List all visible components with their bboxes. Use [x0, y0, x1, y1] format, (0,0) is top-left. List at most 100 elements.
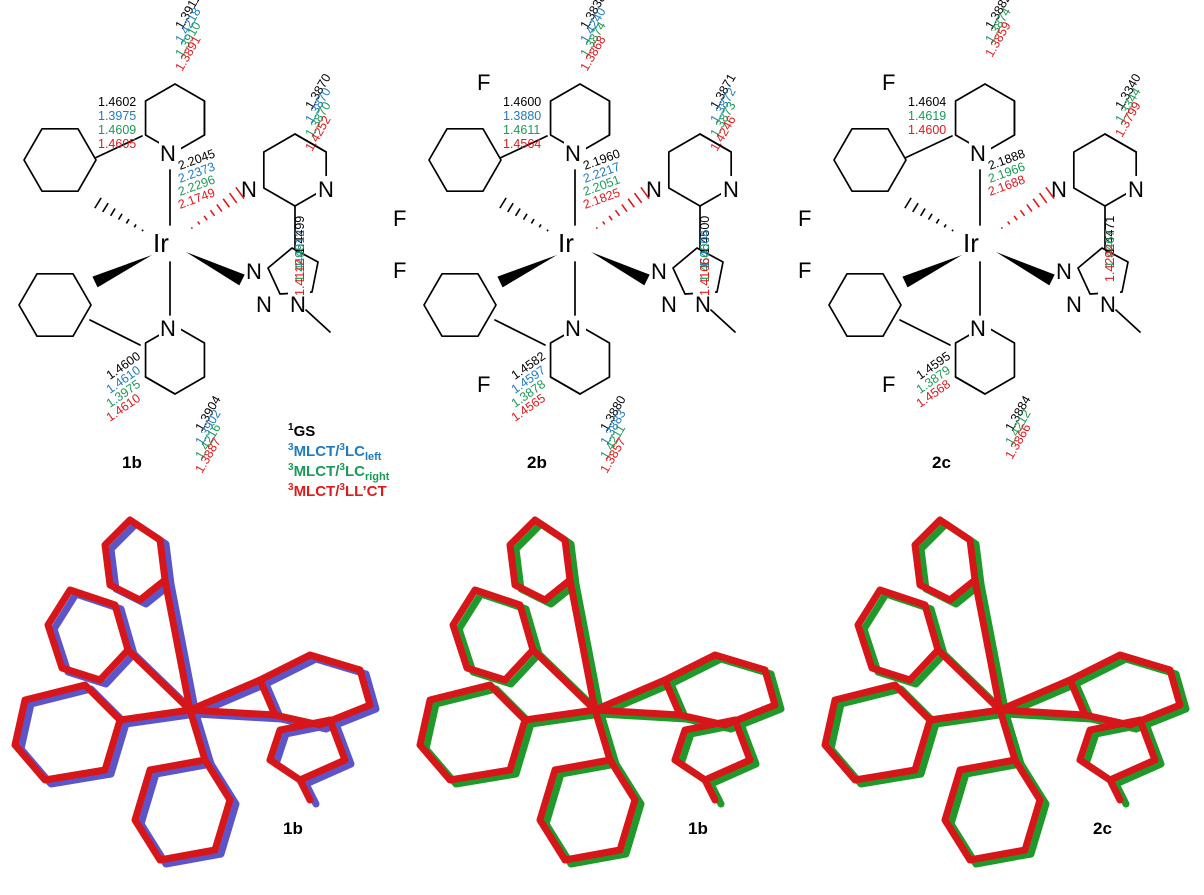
n-mask: [564, 140, 586, 164]
azine-n-mask: [1049, 176, 1071, 200]
bl-top-link-0: 1.4600: [503, 95, 541, 109]
methyl-bond: [1115, 309, 1141, 333]
ir-c-hash-top: [109, 208, 116, 217]
tube-ring-3: [941, 756, 1044, 864]
tube-ring-1: [854, 586, 942, 684]
overlay-label-0: 1b: [283, 819, 303, 838]
n-mask-bottom: [969, 316, 991, 340]
overlay-structures: 1b 1b 2c: [11, 516, 1190, 868]
tube-link-4: [192, 710, 285, 723]
legend-llct: 3MLCT/3LL’CT: [288, 482, 387, 500]
bottom-phenyl-ring: [423, 272, 497, 338]
legend-left: 3MLCT/3LCleft: [288, 442, 382, 463]
triazole-n2: N: [661, 292, 677, 317]
triazole-n2: N: [1066, 292, 1082, 317]
bl-azine-link-1: 1.4467: [1103, 230, 1117, 268]
bl-top-link-2: 1.4609: [98, 123, 136, 137]
tube-structure: [821, 516, 1184, 864]
iridium-atom: Ir: [963, 228, 979, 258]
overlay-1: 1b: [416, 516, 785, 868]
triazole-ring: [267, 247, 319, 295]
bl-azine-link-3: 1.4112: [293, 259, 307, 296]
tube-ring-3: [131, 756, 234, 864]
tube-ring-2: [11, 681, 124, 784]
triazole-n-mask2: [256, 291, 278, 315]
tube-link-0: [977, 580, 1010, 718]
top-pyridine-n: N: [160, 141, 176, 166]
bl-top-link-1: 1.3975: [98, 109, 136, 123]
triazole-ring: [1077, 247, 1129, 295]
ir-c-hash-top: [919, 208, 926, 217]
tube-structure: [416, 516, 779, 864]
ir-n-azine-hash: [608, 215, 613, 221]
top-link-highlight: [94, 135, 143, 159]
tube-ring-1: [860, 590, 948, 688]
triazole-n3: N: [290, 292, 306, 317]
tube-link-5: [996, 676, 1074, 714]
overlay-2: 2c: [821, 516, 1190, 868]
bl-top-link-0: 1.4604: [908, 95, 946, 109]
molecule-label-1b: 1b: [122, 453, 142, 472]
triazole-ring: [672, 247, 724, 295]
overlay-label-1: 1b: [688, 819, 708, 838]
ir-c-hash-top: [943, 223, 947, 228]
n-mask: [969, 140, 991, 164]
azine-n-right: N: [1128, 177, 1144, 202]
tube-link-6: [701, 776, 719, 804]
ir-c-hash-top: [904, 197, 912, 209]
azine-n-right: N: [723, 177, 739, 202]
tube-link-4: [1002, 710, 1095, 723]
ir-n-azine-hash: [633, 192, 643, 204]
legend-gs: 1GS: [288, 422, 315, 440]
fluorine-bottom: F: [882, 372, 895, 397]
tube-link-2: [527, 710, 605, 728]
methyl-bond: [305, 309, 331, 333]
bottom-ring-highlight: [549, 376, 581, 395]
tube-link-3: [1002, 710, 1025, 768]
bottom-pyridine-n: N: [970, 316, 986, 341]
ir-n-azine-hash: [640, 186, 650, 200]
ir-n-azine-hash: [1032, 198, 1040, 208]
tube-link-5: [591, 676, 669, 714]
ir-n-azine-hash: [602, 221, 606, 225]
bottom-pyridine-n: N: [565, 316, 581, 341]
ir-c-hash-top: [951, 229, 954, 232]
azine-n-left: N: [241, 177, 257, 202]
ir-n-azine-hash: [190, 226, 194, 230]
iridium-atom: Ir: [153, 228, 169, 258]
fluorine-mid: F: [798, 206, 811, 231]
triazole-n1: N: [246, 259, 262, 284]
ir-n-azine-hash: [1019, 209, 1026, 217]
ir-c-hash-top: [125, 218, 130, 224]
ir-n-triazole-wedge: [186, 252, 245, 286]
azine-n-mask2: [1126, 176, 1148, 200]
azine-n-right: N: [318, 177, 334, 202]
tube-ring-1: [44, 586, 132, 684]
triazole-n-mask: [650, 258, 672, 282]
bl-top-link-3: 1.4564: [503, 137, 541, 151]
ir-c-hash-top: [141, 229, 144, 232]
ir-n-azine-hash: [209, 209, 216, 217]
tube-link-6: [707, 780, 725, 808]
ir-n-azine-hash: [235, 186, 245, 200]
tube-link-0: [161, 576, 194, 714]
tube-link-1: [934, 646, 1004, 714]
ir-c-wedge-bottom: [497, 255, 557, 288]
azine-n-mask: [239, 176, 261, 200]
tube-link-0: [971, 576, 1004, 714]
triazole-n2: N: [256, 292, 272, 317]
tube-link-4: [591, 706, 684, 719]
bl-azine-link-1: 1.4504: [698, 230, 712, 268]
triazole-n-mask3: [288, 291, 310, 315]
ir-n-triazole-wedge: [591, 252, 650, 286]
tube-ring-0: [917, 520, 985, 608]
azine-n-mask2: [721, 176, 743, 200]
top-link-highlight: [499, 135, 548, 159]
tube-ring-0: [107, 520, 175, 608]
triazole-n3: N: [695, 292, 711, 317]
tube-link-3: [186, 706, 209, 764]
tube-ring-3: [536, 756, 639, 864]
triazole-n1: N: [651, 259, 667, 284]
top-phenyl-ring: [428, 127, 502, 193]
